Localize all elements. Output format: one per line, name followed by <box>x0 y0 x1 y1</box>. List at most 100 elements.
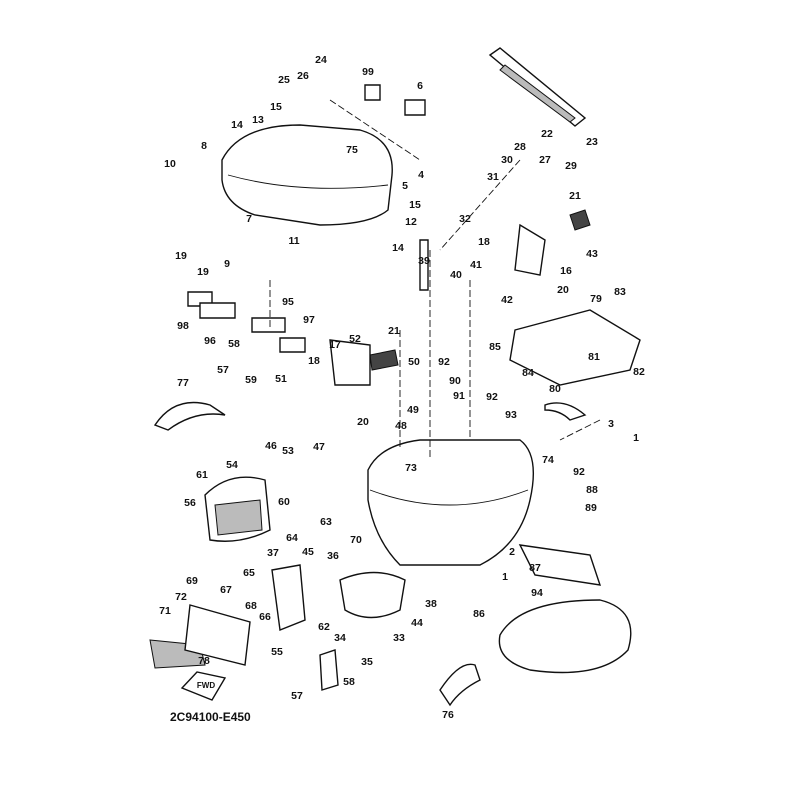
part-label: 58 <box>228 338 240 350</box>
part-label: 90 <box>449 375 461 387</box>
part-label: 22 <box>541 128 553 140</box>
part-label: 3 <box>608 418 614 430</box>
part-label: 81 <box>588 351 600 363</box>
part-label: 61 <box>196 469 208 481</box>
reflector-lens <box>499 64 576 123</box>
part-label: 7 <box>246 213 252 225</box>
part-label: 92 <box>573 466 585 478</box>
part-label: 93 <box>505 409 517 421</box>
sticker <box>199 302 236 319</box>
part-label: 26 <box>297 70 309 82</box>
part-label: 63 <box>320 516 332 528</box>
part-label: 41 <box>470 259 482 271</box>
part-label: 88 <box>586 484 598 496</box>
part-label: 36 <box>327 550 339 562</box>
part-label: 57 <box>217 364 229 376</box>
hinge-bracket <box>329 339 371 386</box>
part-label: 2 <box>509 546 515 558</box>
case-seam-line <box>369 489 529 506</box>
rubber-pad <box>569 209 591 231</box>
part-label: 25 <box>278 74 290 86</box>
part-label: 77 <box>177 377 189 389</box>
part-label: 1 <box>633 432 639 444</box>
part-label: 92 <box>438 356 450 368</box>
part-label: 96 <box>204 335 216 347</box>
part-label: 19 <box>197 266 209 278</box>
part-label: 33 <box>393 632 405 644</box>
part-label: 82 <box>633 366 645 378</box>
part-label: 39 <box>418 255 430 267</box>
part-label: 21 <box>569 190 581 202</box>
part-label: 54 <box>226 459 238 471</box>
part-label: 13 <box>252 114 264 126</box>
part-label: 1 <box>502 571 508 583</box>
part-label: 87 <box>529 562 541 574</box>
part-label: 60 <box>278 496 290 508</box>
part-label: 43 <box>586 248 598 260</box>
part-label: 59 <box>245 374 257 386</box>
part-label: 30 <box>501 154 513 166</box>
part-label: 76 <box>442 709 454 721</box>
stay <box>271 564 306 631</box>
mat <box>498 599 632 674</box>
part-label: 18 <box>308 355 320 367</box>
rod <box>419 239 429 291</box>
part-label: 45 <box>302 546 314 558</box>
part-label: 97 <box>303 314 315 326</box>
part-label: 19 <box>175 250 187 262</box>
lock-bracket <box>514 223 546 276</box>
part-label: 5 <box>402 180 408 192</box>
grip-handle-lower <box>439 663 481 707</box>
part-label: 92 <box>486 391 498 403</box>
part-label: 15 <box>270 101 282 113</box>
sticker <box>364 84 381 101</box>
part-label: 17 <box>329 339 341 351</box>
part-label: 16 <box>560 265 572 277</box>
part-label: 12 <box>405 216 417 228</box>
part-label: 51 <box>275 373 287 385</box>
grip-handle <box>153 401 226 431</box>
sticker <box>404 99 426 116</box>
part-label: 68 <box>245 600 257 612</box>
part-label: 70 <box>350 534 362 546</box>
carrier-bracket <box>509 309 641 386</box>
part-label: 75 <box>346 144 358 156</box>
part-label: 71 <box>159 605 171 617</box>
top-case-lid <box>221 124 393 226</box>
sticker <box>251 317 286 333</box>
part-label: 34 <box>334 632 346 644</box>
part-label: 21 <box>388 325 400 337</box>
part-label: 42 <box>501 294 513 306</box>
part-label: 20 <box>357 416 369 428</box>
part-label: 50 <box>408 356 420 368</box>
fwd-label <box>180 671 227 701</box>
rubber-pad <box>369 349 399 371</box>
part-label: 44 <box>411 617 423 629</box>
part-label: 23 <box>586 136 598 148</box>
part-label: 65 <box>243 567 255 579</box>
part-label: 66 <box>259 611 271 623</box>
part-label: 38 <box>425 598 437 610</box>
part-label: 37 <box>267 547 279 559</box>
rear-bracket <box>518 544 602 586</box>
part-label: 84 <box>522 367 534 379</box>
part-label: 91 <box>453 390 465 402</box>
part-label: 78 <box>198 655 210 667</box>
cover <box>339 571 406 619</box>
part-label: 35 <box>361 656 373 668</box>
part-label: 99 <box>362 66 374 78</box>
part-label: 18 <box>478 236 490 248</box>
part-label: 74 <box>542 454 554 466</box>
part-label: 48 <box>395 420 407 432</box>
part-label: 67 <box>220 584 232 596</box>
part-label: 20 <box>557 284 569 296</box>
part-label: 64 <box>286 532 298 544</box>
part-label: 47 <box>313 441 325 453</box>
part-label: 9 <box>224 258 230 270</box>
part-label: 32 <box>459 213 471 225</box>
part-label: 14 <box>392 242 404 254</box>
part-label: 95 <box>282 296 294 308</box>
